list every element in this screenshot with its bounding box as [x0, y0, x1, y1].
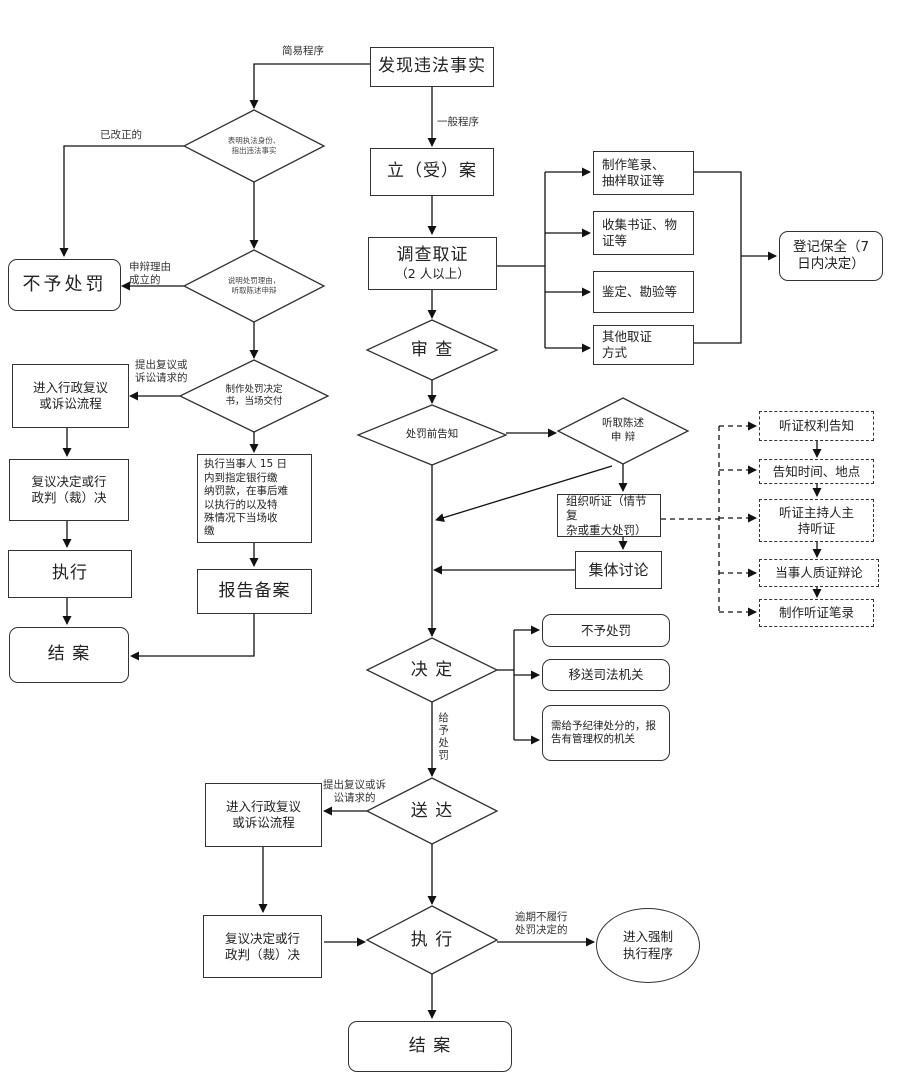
appraisal-box: 鉴定、勘验等 [593, 271, 694, 313]
discover-violation-box: 发现违法事实 [370, 47, 494, 87]
review-label: 审 查 [410, 339, 454, 360]
simple-procedure-label: 简易程序 [282, 45, 324, 57]
case-filing-box: 立（受）案 [370, 148, 494, 196]
overdue-label: 逾期不履行 处罚决定的 [515, 911, 568, 937]
execute-bottom-label: 执 行 [410, 929, 454, 950]
hearing-record-box: 制作听证笔录 [759, 599, 874, 627]
review-process-left-box: 进入行政复议 或诉讼流程 [12, 364, 129, 428]
appeal-request-left-label: 提出复议或 诉讼请求的 [135, 359, 188, 385]
pre-notice-label: 处罚前告知 [405, 428, 459, 441]
general-procedure-label: 一般程序 [437, 116, 479, 128]
not-punish-right-box: 不予处罚 [542, 614, 670, 647]
deliver-label: 送 达 [410, 800, 454, 821]
decision-label: 决 定 [410, 659, 454, 680]
show-id-label: 表明执法身份、 指出违法事实 [227, 136, 281, 155]
give-punishment-label: 给予处罚 [437, 712, 450, 762]
collective-discussion-box: 集体讨论 [575, 551, 662, 589]
transfer-judicial-box: 移送司法机关 [542, 659, 670, 691]
explain-reason-label: 说明处罚理由， 听取陈述申辩 [227, 276, 281, 295]
organize-hearing-box: 组织听证（情节复 杂或重大处罚） [557, 494, 661, 537]
record-sample-box: 制作笔录、 抽样取证等 [593, 151, 694, 195]
notify-time-place-box: 告知时间、地点 [759, 459, 874, 484]
close-left-box: 结 案 [9, 627, 129, 683]
not-punish-left-box: 不予处罚 [8, 259, 121, 311]
report-file-box: 报告备案 [197, 569, 312, 614]
investigate-subtitle: （2 人以上） [395, 266, 470, 282]
review-decision-bottom-box: 复议决定或行 政判（裁）决 [203, 915, 322, 978]
other-evidence-box: 其他取证 方式 [593, 325, 694, 365]
hearing-right-notice-box: 听证权利告知 [759, 411, 874, 441]
collect-docs-box: 收集书证、物 证等 [593, 211, 694, 255]
hear-defense-label: 听取陈述 申 辩 [602, 417, 644, 443]
make-decision-label: 制作处罚决定 书，当场交付 [225, 383, 283, 407]
execute-left-box: 执行 [8, 550, 132, 598]
enforce-ellipse: 进入强制 执行程序 [596, 908, 700, 983]
investigate-title: 调查取证 [396, 245, 469, 266]
party-cross-exam-box: 当事人质证辩论 [759, 559, 879, 587]
hearing-host-box: 听证主持人主 持听证 [759, 499, 874, 542]
corrected-label: 已改正的 [100, 129, 142, 141]
register-preserve-box: 登记保全（7 日内决定） [779, 231, 883, 281]
disciplinary-box: 需给予纪律处分的，报 告有管理权的机关 [542, 705, 670, 761]
review-decision-left-box: 复议决定或行 政判（裁）决 [9, 459, 129, 521]
appeal-request-bottom-label: 提出复议或诉 讼请求的 [323, 779, 386, 805]
close-bottom-box: 结 案 [348, 1021, 512, 1072]
investigate-box: 调查取证 （2 人以上） [368, 237, 497, 290]
defense-valid-label: 申辩理由 成立的 [129, 261, 171, 287]
pay-fine-box: 执行当事人 15 日 内到指定银行缴 纳罚款，在事后难 以执行的以及特 殊情况下… [197, 454, 312, 543]
review-process-bottom-box: 进入行政复议 或诉讼流程 [205, 783, 322, 847]
